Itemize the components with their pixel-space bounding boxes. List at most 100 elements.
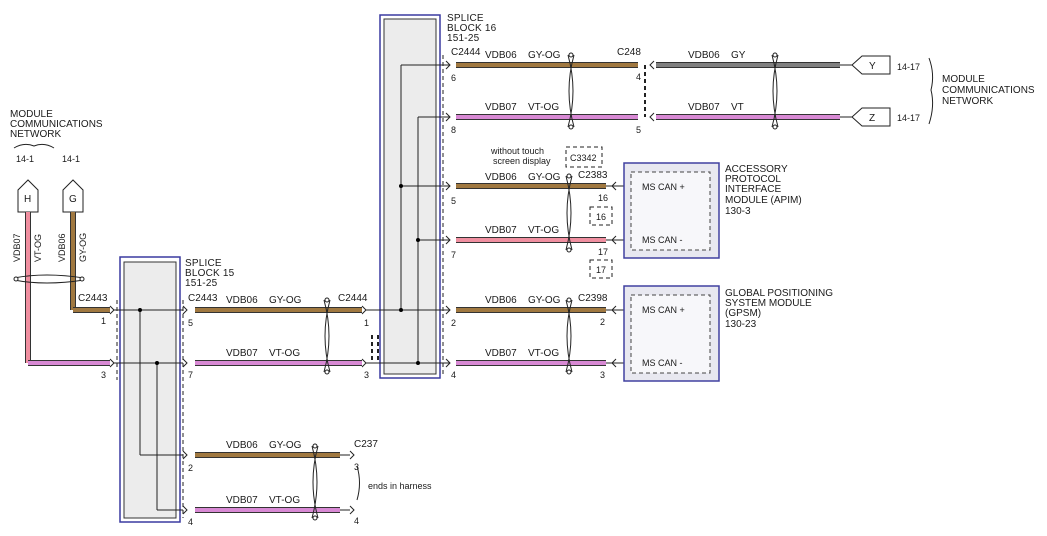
apim-group: without touch screen display C3342 VDB06…: [456, 146, 802, 279]
connector-g-shape: [62, 179, 84, 213]
gpsm-connector: C2398: [578, 293, 608, 304]
splice16-pin4: 4: [451, 370, 456, 380]
wire-s15-s16-vdb07-code: VDB07: [226, 348, 258, 359]
left-wire-vdb06-code: VDB06: [57, 233, 67, 262]
splice15-outer: [119, 256, 181, 523]
right-network-title-3: NETWORK: [942, 96, 993, 107]
c248-label: C248: [617, 47, 641, 58]
right-network-title-2: COMMUNICATIONS: [942, 85, 1035, 96]
left-network-title-3: NETWORK: [10, 129, 61, 140]
s15-to-s16-wires: VDB06 GY-OG VDB07 VT-OG C2444 1 3: [195, 293, 379, 380]
c3342-label: C3342: [570, 153, 597, 163]
gpsm-can-minus: MS CAN -: [642, 358, 683, 368]
left-twist-mark: [13, 274, 85, 284]
gpsm-title-2: SYSTEM MODULE: [725, 298, 812, 309]
splice16-title-2: BLOCK 16: [447, 23, 497, 34]
apim-title-5: 130-3: [725, 206, 751, 217]
wire-apim-vdb07-code: VDB07: [485, 225, 517, 236]
splice16-outer: [379, 14, 441, 379]
left-wire-vdb06-color: GY-OG: [78, 233, 88, 262]
c237-branch: VDB06 GY-OG VDB07 VT-OG C237 3 4 ends in…: [195, 439, 432, 526]
splice16-pin7: 7: [451, 250, 456, 260]
right-network-brace: [928, 57, 934, 125]
connector-z-label: Z: [869, 113, 875, 124]
apim-title-1: ACCESSORY: [725, 164, 788, 175]
splice16-pin6: 6: [451, 73, 456, 83]
connector-h-label: H: [24, 194, 31, 205]
gpsm-can-plus: MS CAN +: [642, 305, 685, 315]
splice16-pin2: 2: [451, 318, 456, 328]
gpsm-title-1: GLOBAL POSITIONING: [725, 288, 833, 299]
splice-block-15: SPLICE BLOCK 15 151-25 C2443 5 7 2 4: [114, 256, 235, 527]
s16-pin1: 1: [364, 318, 369, 328]
wire-gpsm-vdb06-color: GY-OG: [528, 295, 561, 306]
left-network-brace: [13, 143, 55, 149]
left-network-group: MODULE COMMUNICATIONS NETWORK 14-1 14-1 …: [10, 109, 115, 380]
splice16-title-3: 151-25: [447, 33, 480, 44]
wire-c237-vdb06-code: VDB06: [226, 440, 258, 451]
apim-connector: C2383: [578, 170, 608, 181]
splice16-c2444-top: C2444: [451, 47, 481, 58]
c237-label: C237: [354, 439, 378, 450]
wire-apim-vdb07-color: VT-OG: [528, 225, 559, 236]
apim-title-3: INTERFACE: [725, 184, 781, 195]
left-c2443-label: C2443: [78, 293, 108, 304]
splice15-pin2: 2: [188, 463, 193, 473]
wire-apim-vdb06-code: VDB06: [485, 172, 517, 183]
wire-gpsm-vdb06-code: VDB06: [485, 295, 517, 306]
splice15-title-2: BLOCK 15: [185, 268, 235, 279]
wire-c237-vdb07-color: VT-OG: [269, 495, 300, 506]
c3342-alt17: 17: [596, 265, 606, 275]
wire-gpsm-vdb07-color: VT-OG: [528, 348, 559, 359]
wire-top-vdb07-color: VT-OG: [528, 102, 559, 113]
left-pin3: 3: [101, 370, 106, 380]
left-network-title-1: MODULE: [10, 109, 53, 120]
left-ref-h: 14-1: [16, 154, 34, 164]
right-network-title-1: MODULE: [942, 74, 985, 85]
left-pin1: 1: [101, 316, 106, 326]
wire-apim-vdb06-color: GY-OG: [528, 172, 561, 183]
connector-y-label: Y: [869, 61, 876, 72]
connector-g-label: G: [69, 194, 77, 205]
splice15-pin5: 5: [188, 318, 193, 328]
gpsm-title-4: 130-23: [725, 319, 757, 330]
c3342-note-2: screen display: [493, 156, 551, 166]
connector-h-shape: [17, 179, 39, 213]
right-ref-z: 14-17: [897, 113, 920, 123]
wire-top-right-vdb07-code: VDB07: [688, 102, 720, 113]
apim-pin16: 16: [598, 193, 608, 203]
c237-pin4: 4: [354, 516, 359, 526]
s16-pin3: 3: [364, 370, 369, 380]
left-wire-vdb07-code: VDB07: [12, 233, 22, 262]
wire-c237-vdb07-code: VDB07: [226, 495, 258, 506]
splice15-pin4: 4: [188, 517, 193, 527]
left-network-title-2: COMMUNICATIONS: [10, 119, 103, 130]
apim-can-minus: MS CAN -: [642, 235, 683, 245]
c237-pin3: 3: [354, 462, 359, 472]
wire-s15-s16-vdb06-code: VDB06: [226, 295, 258, 306]
gpsm-pin3: 3: [600, 370, 605, 380]
splice15-pin7: 7: [188, 370, 193, 380]
c3342-note-1: without touch: [490, 146, 544, 156]
c237-note: ends in harness: [368, 481, 432, 491]
wire-top-vdb06-color: GY-OG: [528, 50, 561, 61]
c248-pin4: 4: [636, 72, 641, 82]
connector-z-shape: [851, 107, 891, 127]
gpsm-title-3: (GPSM): [725, 308, 761, 319]
apim-title-2: PROTOCOL: [725, 174, 781, 185]
s16-c2444-left: C2444: [338, 293, 368, 304]
splice16-title-1: SPLICE: [447, 13, 484, 24]
wire-top-vdb06-code: VDB06: [485, 50, 517, 61]
splice15-title-3: 151-25: [185, 278, 218, 289]
apim-can-plus: MS CAN +: [642, 182, 685, 192]
splice16-pin5: 5: [451, 196, 456, 206]
wire-gpsm-vdb07-code: VDB07: [485, 348, 517, 359]
splice-block-16: SPLICE BLOCK 16 151-25 C2444 6 8 5 7 2 4: [366, 13, 497, 380]
left-ref-g: 14-1: [62, 154, 80, 164]
right-ref-y: 14-17: [897, 62, 920, 72]
wire-s15-s16-vdb07-color: VT-OG: [269, 348, 300, 359]
wire-top-vdb07-code: VDB07: [485, 102, 517, 113]
wire-top-right-vdb06-color: GY: [731, 50, 746, 61]
wire-s15-s16-vdb06-color: GY-OG: [269, 295, 302, 306]
wire-top-right-vdb07-color: VT: [731, 102, 744, 113]
